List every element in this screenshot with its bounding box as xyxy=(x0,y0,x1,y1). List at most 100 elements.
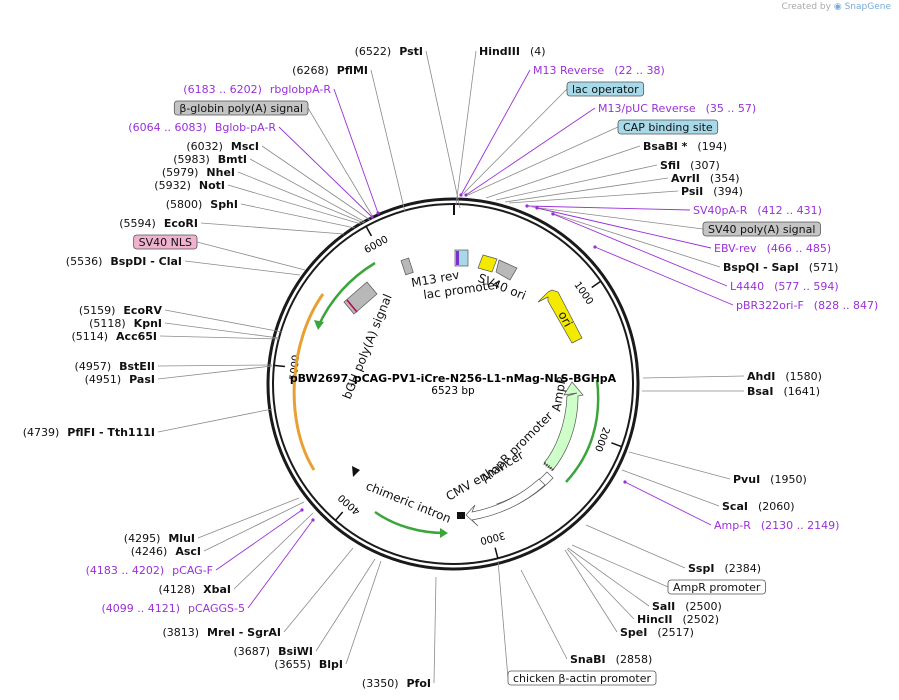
annotation-bspqi-sapi: BspQI - SapI(571) xyxy=(723,261,838,274)
site-name: XbaI xyxy=(203,583,231,596)
annotation-pbr322ori-f: pBR322ori-F(828 .. 847) xyxy=(736,299,878,312)
annotation-pcaggs-5: pCAGGS-5(4099 .. 4121) xyxy=(101,602,245,615)
plasmid-length: 6523 bp xyxy=(431,385,475,397)
site-name: ScaI xyxy=(722,500,748,513)
site-name: PstI xyxy=(399,45,423,58)
annotation-hindiii: HindIII(4) xyxy=(479,45,546,58)
site-name: BspDI - ClaI xyxy=(110,255,182,268)
primer-site-mark xyxy=(370,215,374,219)
site-position: (6032) xyxy=(186,140,223,153)
primer-site-mark xyxy=(464,193,468,197)
site-name: AhdI xyxy=(747,370,775,383)
bgh-polya-mark xyxy=(346,299,358,313)
annotation-asci: AscI(4246) xyxy=(131,545,201,558)
leader-line xyxy=(157,365,273,380)
annotation-acc65i: Acc65I(5114) xyxy=(71,330,157,343)
tick-mark xyxy=(365,225,373,237)
feature-box-label: lac operator xyxy=(572,83,639,96)
annotation-sv40-poly-a-signal: SV40 poly(A) signal xyxy=(702,221,821,237)
green-arrow-bgh-head xyxy=(314,320,324,330)
site-name: AvrII xyxy=(671,172,700,185)
feature-box-label: AmpR promoter xyxy=(673,581,761,594)
site-position: (3813) xyxy=(162,626,199,639)
primer-name: pCAG-F xyxy=(172,564,213,577)
annotation-nhei: NheI(5979) xyxy=(162,166,235,179)
leader-line xyxy=(283,547,354,633)
annotation-ecori: EcoRI(5594) xyxy=(119,217,198,230)
leader-line xyxy=(485,145,641,199)
feature-box xyxy=(133,234,198,250)
primer-name: Bglob-pA-R xyxy=(215,121,277,134)
feature-box-label: CAP binding site xyxy=(623,121,713,134)
site-name: MscI xyxy=(231,140,259,153)
annotation-pflfi-tth111i: PflFI - Tth111I (4739) xyxy=(23,426,155,439)
site-name: NotI xyxy=(199,179,225,192)
leader-line xyxy=(345,560,382,665)
leader-line xyxy=(455,50,477,206)
site-position: (5536) xyxy=(66,255,103,268)
site-name: SalI xyxy=(652,600,675,613)
snapgene-watermark: Created by ◉ SnapGene xyxy=(781,2,891,12)
tick-label: 1000 xyxy=(571,280,595,307)
annotation-ecorv: EcoRV(5159) xyxy=(79,304,163,317)
annotation-lac-operator: lac operator xyxy=(566,81,645,97)
annotation-noti: NotI(5932) xyxy=(154,179,225,192)
feature-box xyxy=(173,100,309,116)
leader-line xyxy=(642,375,745,379)
site-name: PflFI - Tth111I xyxy=(67,426,155,439)
annotation-kpni: KpnI(5118) xyxy=(89,317,162,330)
leader-line xyxy=(552,213,728,287)
annotation-sali: SalI(2500) xyxy=(652,600,722,613)
leader-line xyxy=(536,207,712,249)
tick-mark xyxy=(611,442,622,448)
leader-line xyxy=(425,50,461,209)
feature-box-label: SV40 NLS xyxy=(139,236,192,249)
leader-line xyxy=(495,164,658,201)
site-position: (3687) xyxy=(233,645,270,658)
annotation-pfoi: PfoI(3350) xyxy=(362,677,431,690)
site-position: (4739) xyxy=(23,426,60,439)
leader-line xyxy=(278,126,373,218)
annotation-chicken-actin-promoter: chicken β-actin promoter xyxy=(507,670,657,686)
site-name: PasI xyxy=(129,373,155,386)
snapgene-logo-icon: ◉ xyxy=(833,2,842,12)
tick-mark xyxy=(591,280,602,289)
feature-label-cmv-enhancer: CMV enhancer xyxy=(444,448,527,504)
annotation-labels: PstI(6522)HindIII(4)PflMI(6268)M13 Rever… xyxy=(23,45,879,690)
site-name: SphI xyxy=(210,198,238,211)
primer-range: (828 .. 847) xyxy=(814,299,879,312)
primer-site-mark xyxy=(311,518,315,522)
leader-line xyxy=(564,549,618,633)
sv40-polya-feature xyxy=(495,259,518,281)
primer-range: (4183 .. 4202) xyxy=(86,564,165,577)
leader-line xyxy=(203,501,305,552)
site-name: BstEII xyxy=(119,360,155,373)
annotation-snabi: SnaBI(2858) xyxy=(570,653,652,666)
primer-name: EBV-rev xyxy=(714,242,757,255)
leader-line xyxy=(462,88,568,195)
leader-line xyxy=(184,260,301,276)
site-position: (5114) xyxy=(71,330,108,343)
primer-site-mark xyxy=(376,211,380,215)
leader-line xyxy=(157,408,273,433)
annotation-sv40pa-r: SV40pA-R(412 .. 431) xyxy=(693,204,822,217)
site-name: EcoRV xyxy=(123,304,162,317)
site-position: (2517) xyxy=(657,626,694,639)
site-name: SfiI xyxy=(660,159,680,172)
annotation-pvui: PvuI(1950) xyxy=(733,473,807,486)
site-name: NheI xyxy=(206,166,235,179)
site-name: HincII xyxy=(637,613,673,626)
primer-name: pCAGGS-5 xyxy=(188,602,245,615)
leader-line xyxy=(465,107,596,196)
feature-box-label: chicken β-actin promoter xyxy=(513,672,651,685)
primer-site-mark xyxy=(593,245,597,249)
site-name: BsiWI xyxy=(278,645,313,658)
site-name: EcoRI xyxy=(164,217,198,230)
annotation-m13-puc-reverse: M13/pUC Reverse(35 .. 57) xyxy=(598,102,756,115)
grey-feature-6268 xyxy=(400,257,414,276)
site-name: PfoI xyxy=(407,677,432,690)
site-position: (1580) xyxy=(785,370,822,383)
leader-line xyxy=(566,548,635,620)
primer-site-mark xyxy=(459,193,463,197)
